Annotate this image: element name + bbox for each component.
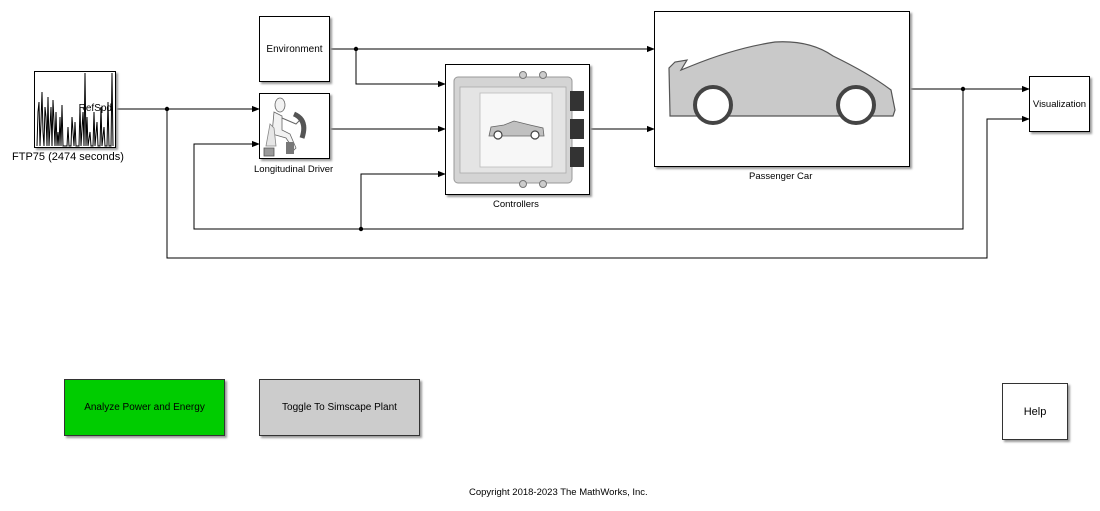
signal-feedback-to-driver[interactable]: [193, 89, 964, 230]
passenger-car-block[interactable]: [654, 11, 910, 167]
drive-cycle-block[interactable]: RefSpd: [34, 71, 116, 148]
ecu-icon: [453, 71, 584, 188]
longitudinal-driver-block[interactable]: [259, 93, 330, 159]
signal-feedback-to-controllers[interactable]: [360, 170, 446, 229]
branch-points: [164, 46, 966, 232]
toggle-simscape-plant-label: Toggle To Simscape Plant: [282, 402, 397, 413]
toggle-simscape-plant-button[interactable]: Toggle To Simscape Plant: [259, 379, 420, 436]
driver-figure-icon: [263, 97, 307, 157]
visualization-block[interactable]: Visualization: [1029, 76, 1090, 132]
passenger-car-caption: Passenger Car: [749, 171, 813, 182]
signal-refspd-to-visualization[interactable]: [166, 109, 1030, 259]
controllers-caption: Controllers: [493, 199, 539, 210]
signal-lines: [116, 45, 1030, 259]
help-label: Help: [1023, 405, 1047, 418]
copyright-text: Copyright 2018-2023 The MathWorks, Inc.: [469, 487, 648, 498]
analyze-power-energy-button[interactable]: Analyze Power and Energy: [64, 379, 225, 436]
controllers-block[interactable]: [445, 64, 590, 195]
longitudinal-driver-caption: Longitudinal Driver: [254, 164, 334, 175]
signal-env-to-controllers[interactable]: [355, 49, 446, 88]
environment-label: Environment: [266, 43, 323, 55]
drive-cycle-plot-icon: [36, 72, 114, 147]
environment-block[interactable]: Environment: [259, 16, 330, 82]
drive-cycle-caption: FTP75 (2474 seconds): [12, 151, 124, 163]
help-button[interactable]: Help: [1002, 383, 1068, 440]
car-silhouette-icon: [668, 41, 896, 125]
analyze-power-energy-label: Analyze Power and Energy: [84, 402, 205, 413]
refspd-port-label: RefSpd: [78, 103, 112, 114]
visualization-label: Visualization: [1032, 98, 1087, 110]
